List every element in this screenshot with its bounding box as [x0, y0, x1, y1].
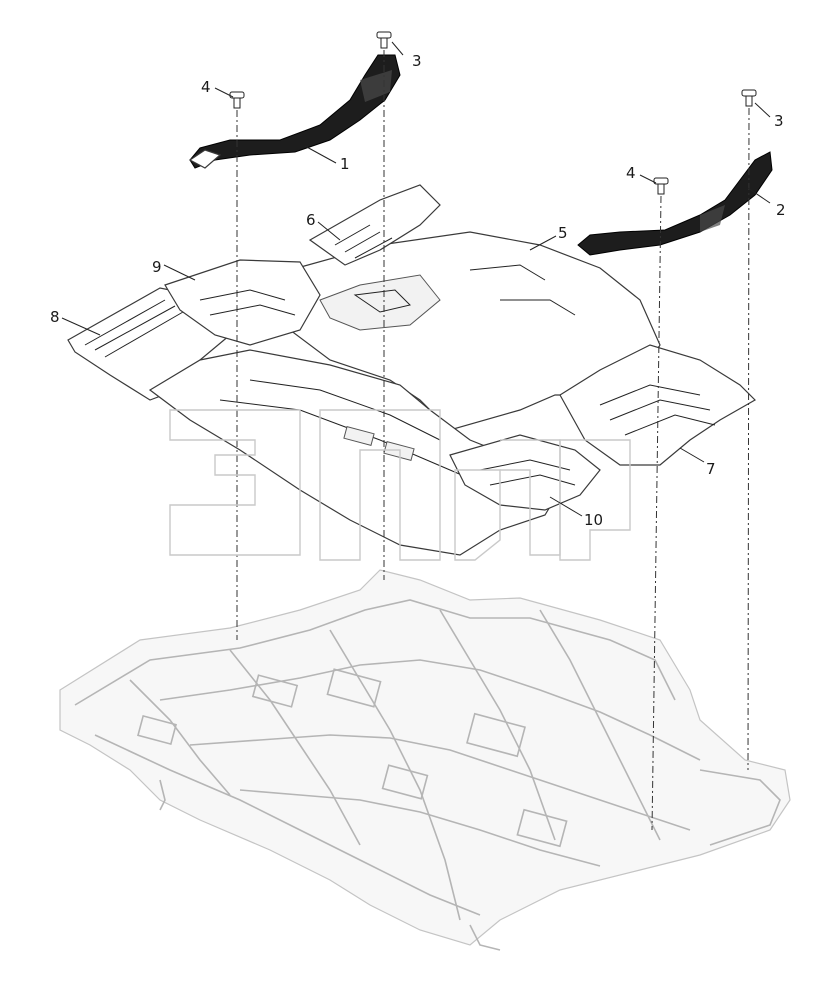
callout-2: 2 [776, 201, 786, 219]
callout-10: 10 [584, 511, 603, 529]
floor-panel-assembly [67, 184, 756, 556]
fastener-4a [229, 91, 245, 109]
watermark-logo [169, 409, 631, 561]
bracket-part-1 [188, 54, 401, 169]
fastener-3b [741, 89, 757, 107]
fastener-4b [653, 177, 669, 195]
callout-4-left: 4 [201, 78, 211, 96]
callout-leaders [61, 41, 771, 517]
callout-3-right: 3 [774, 112, 784, 130]
callout-7: 7 [706, 460, 716, 478]
callout-8: 8 [50, 308, 60, 326]
part-6-panel [308, 184, 441, 266]
assembly-centerlines [236, 50, 750, 831]
callout-6: 6 [306, 211, 316, 229]
bracket-part-2 [577, 151, 773, 256]
underbody-frame [59, 569, 791, 951]
callout-1: 1 [340, 155, 350, 173]
callout-9: 9 [152, 258, 162, 276]
part-7-panel [559, 344, 756, 466]
part-9-panel [164, 259, 321, 346]
callout-3-left: 3 [412, 52, 422, 70]
fastener-3a [376, 31, 392, 49]
callout-4-right: 4 [626, 164, 636, 182]
callout-5: 5 [558, 224, 568, 242]
callout-labels: 4 3 3 4 1 2 5 6 9 8 7 10 [50, 52, 786, 529]
